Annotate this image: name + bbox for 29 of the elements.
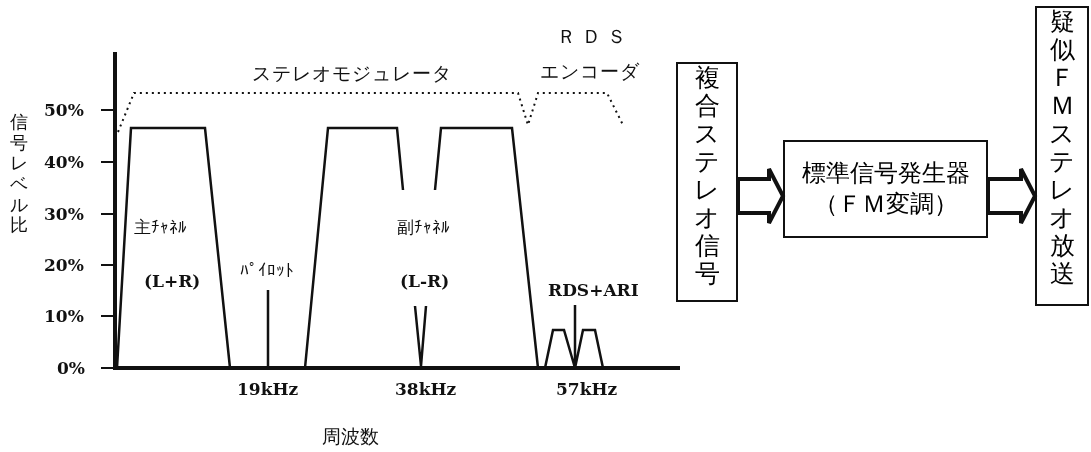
band-label: ﾊﾟｲﾛｯﾄ — [240, 262, 294, 279]
band-label: (L+R) — [144, 273, 201, 290]
box-label: 標準信号発生器 — [801, 157, 970, 189]
band-label: (L-R) — [400, 273, 450, 290]
tick-label: 57kHz — [556, 381, 618, 398]
process-box — [676, 62, 738, 302]
box-label: 疑似ＦＭステレオ放送 — [1049, 8, 1075, 288]
tick-label: 0% — [57, 360, 85, 377]
box-label: 複合ステレオ信号 — [694, 64, 720, 288]
tick-label: 20% — [44, 257, 84, 274]
band-label: 主ﾁｬﾈﾙ — [134, 219, 187, 236]
tick-label: 50% — [44, 102, 84, 119]
tick-label: 10% — [44, 308, 84, 325]
axis-title: 周波数 — [322, 427, 379, 446]
heading: エンコーダ — [540, 62, 640, 81]
process-box — [1035, 6, 1089, 306]
box-label: （ＦＭ変調） — [813, 189, 958, 220]
double-arrow — [986, 167, 1038, 225]
tick-label: 38kHz — [395, 381, 457, 398]
tick-label: 19kHz — [237, 381, 299, 398]
band-label: 副ﾁｬﾈﾙ — [397, 219, 450, 236]
double-arrow — [736, 167, 786, 225]
process-box — [783, 140, 988, 238]
heading: ステレオモジュレータ — [252, 64, 452, 83]
tick-label: 30% — [44, 206, 84, 223]
band-label: RDS+ARI — [548, 282, 639, 299]
axis-title: 信号レベル比 — [10, 112, 28, 237]
tick-label: 40% — [44, 154, 84, 171]
heading: ＲＤＳ — [557, 27, 632, 46]
